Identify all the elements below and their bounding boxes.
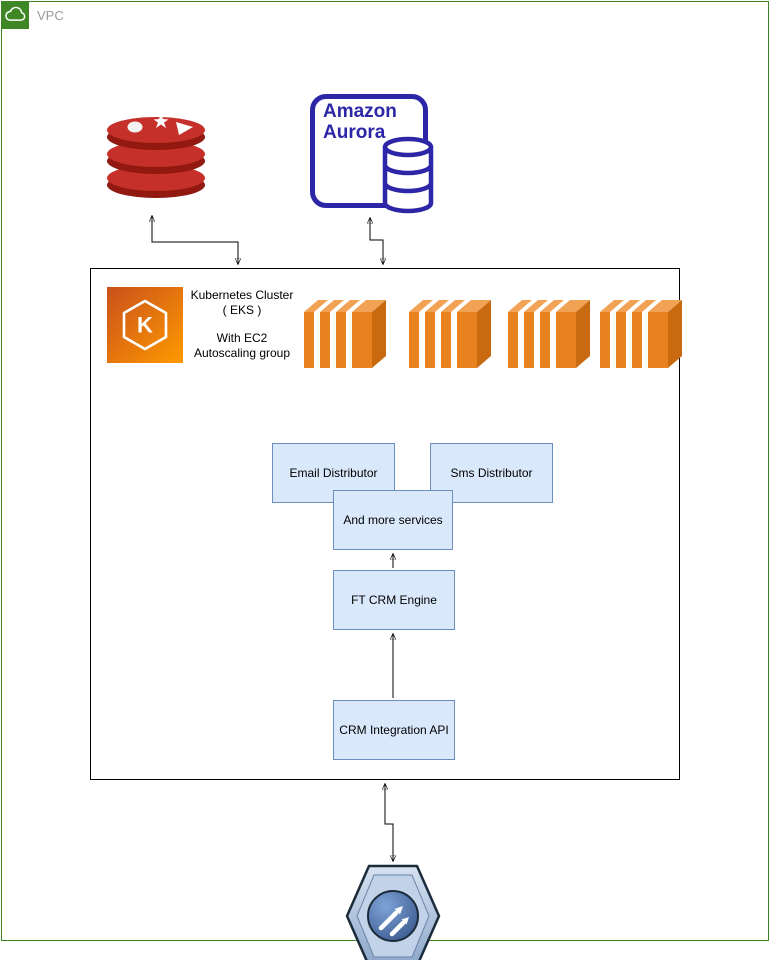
ec2-instances-icon [304, 300, 386, 368]
service-box-ft-crm-engine: FT CRM Engine [333, 570, 455, 630]
vpc-cloud-icon [1, 1, 29, 29]
ec2-instances-icon [409, 300, 491, 368]
service-box-crm-integration-api: CRM Integration API [333, 700, 455, 760]
cluster-subtitle: With EC2 Autoscaling group [193, 331, 291, 360]
aurora-label: Amazon Aurora [323, 101, 397, 143]
service-box-and-more-services: And more services [333, 490, 453, 550]
cluster-title: Kubernetes Cluster ( EKS ) [190, 288, 294, 317]
api-gateway-hexagon-icon [345, 864, 441, 960]
aurora-node: Amazon Aurora [310, 92, 436, 216]
ec2-instances-icon [508, 300, 590, 368]
eks-letter: K [137, 313, 153, 338]
ec2-instances-icon [600, 300, 682, 368]
aurora-database-icon [382, 136, 434, 214]
redis-icon [107, 114, 205, 198]
eks-icon: K [107, 287, 183, 363]
vpc-label: VPC [37, 8, 64, 23]
cluster-text: Kubernetes Cluster ( EKS ) With EC2 Auto… [190, 288, 294, 361]
